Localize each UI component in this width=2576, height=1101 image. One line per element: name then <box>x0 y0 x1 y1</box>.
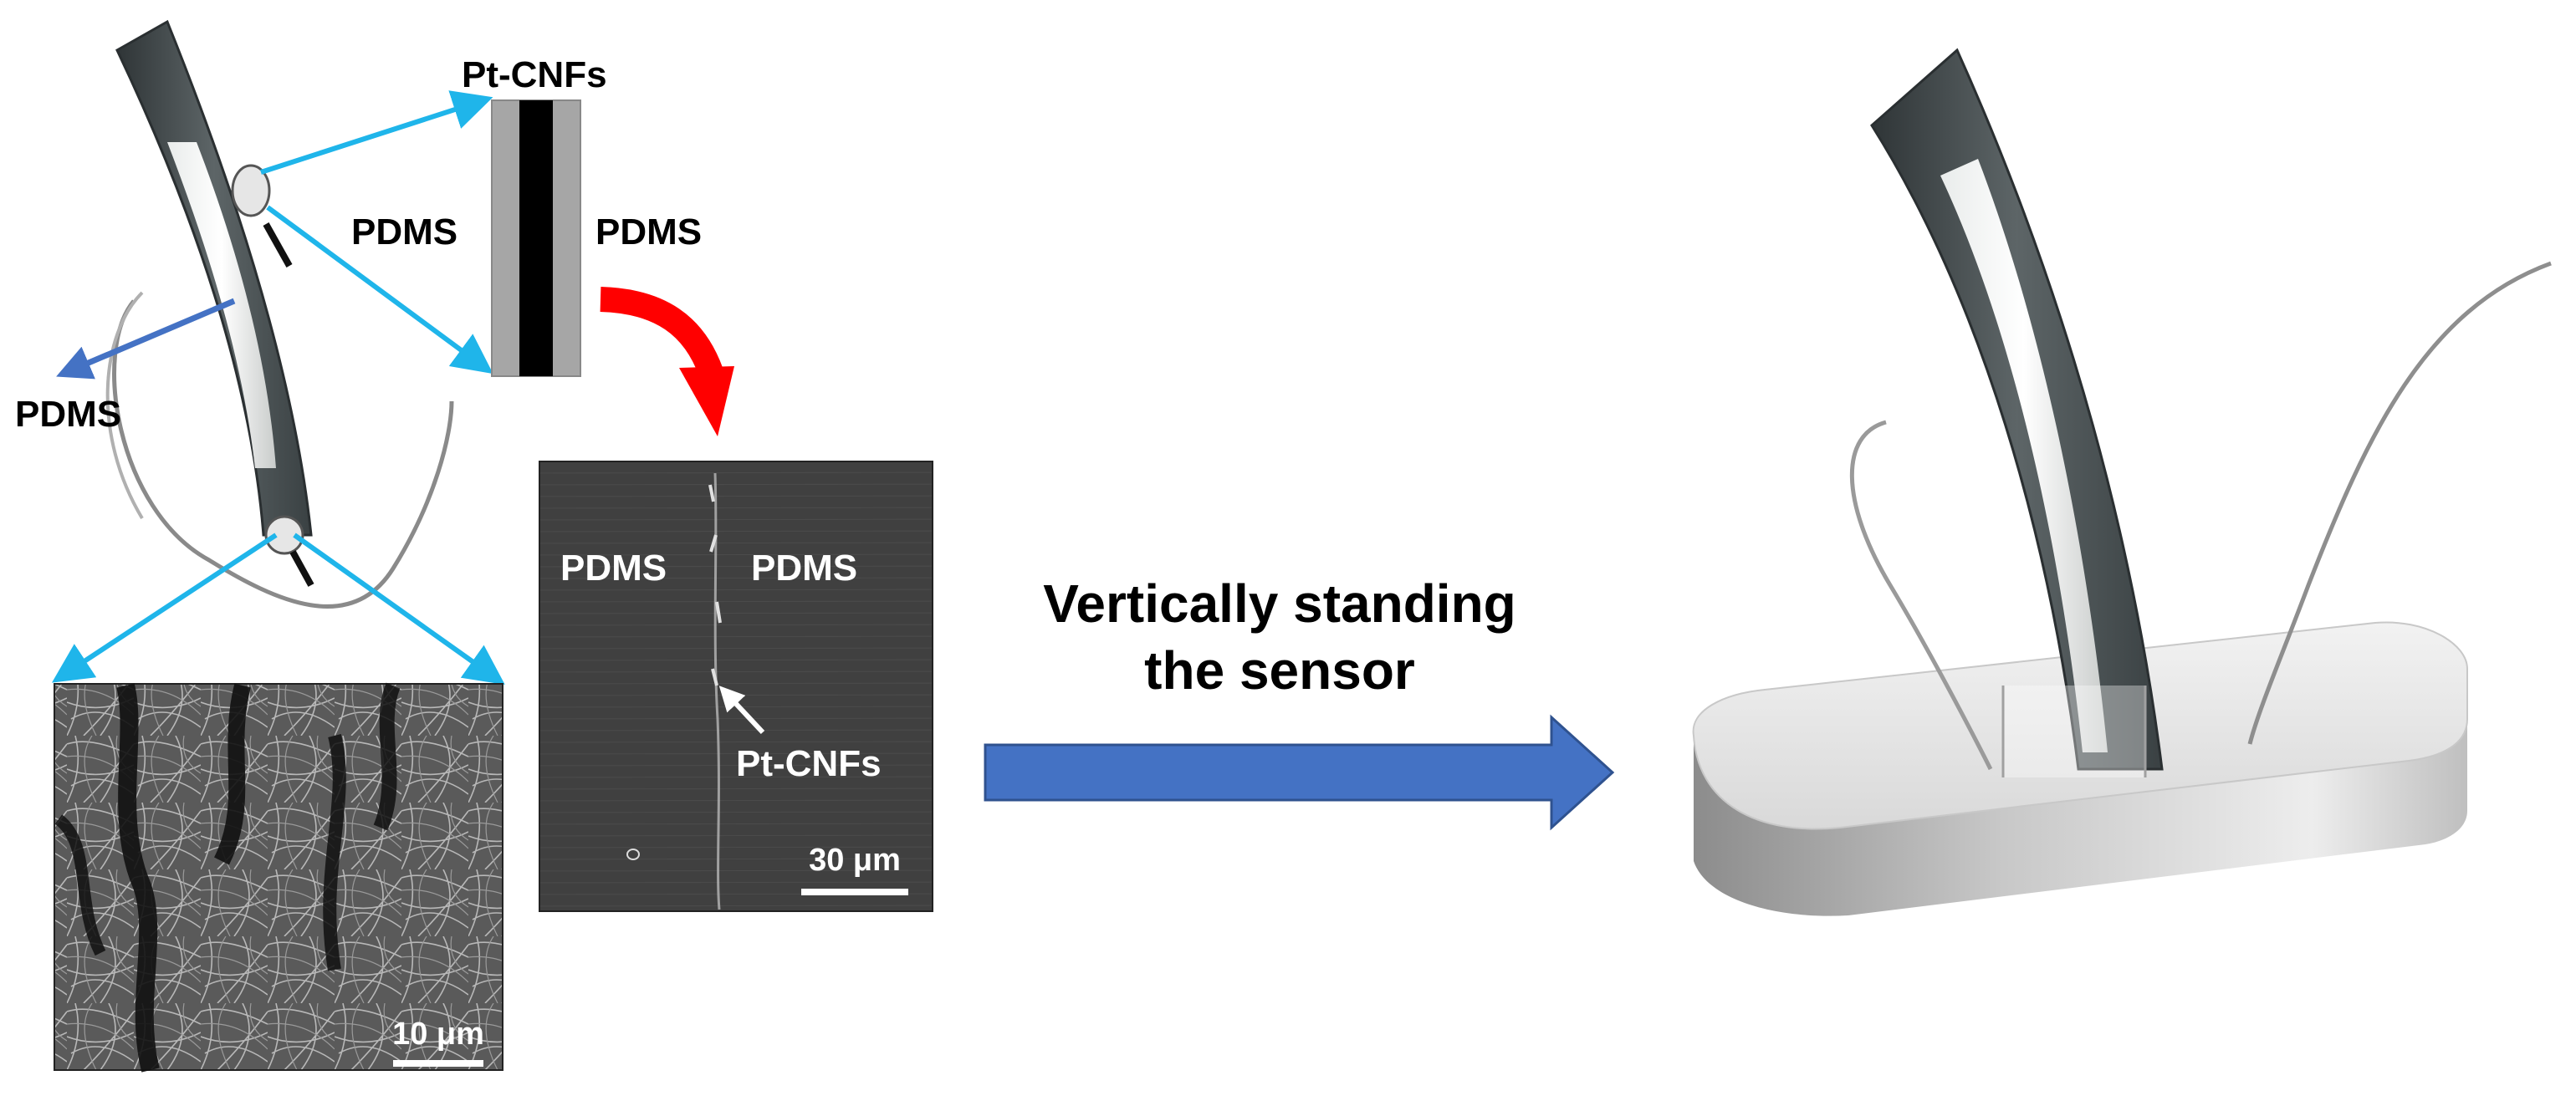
process-caption-line-1: Vertically standing <box>1043 573 1516 634</box>
cross-section-schematic <box>491 99 581 377</box>
process-caption: Vertically standing the sensor <box>962 570 1597 704</box>
pt-cnfs-label: Pt-CNFs <box>462 54 607 95</box>
pdms-left-layer-label: PDMS <box>351 212 458 252</box>
scale-bar-10um-label: 10 μm <box>392 1017 484 1052</box>
sem-cross-section-image <box>539 461 933 912</box>
sem-pdms-left-label: PDMS <box>560 548 667 589</box>
pdms-right-layer-label: PDMS <box>595 212 703 252</box>
scale-bar-30um-label: 30 μm <box>809 843 901 878</box>
red-curved-arrow <box>600 287 734 436</box>
sem-surface-image <box>54 682 503 1073</box>
sem-pt-cnfs-label: Pt-CNFs <box>736 743 882 784</box>
process-caption-line-2: the sensor <box>1144 640 1415 701</box>
standing-sensor <box>1692 48 2552 916</box>
process-arrow <box>984 714 1615 831</box>
sem-pdms-right-label: PDMS <box>751 548 858 589</box>
pdms-side-label: PDMS <box>15 394 122 435</box>
left-sensor <box>105 19 454 609</box>
